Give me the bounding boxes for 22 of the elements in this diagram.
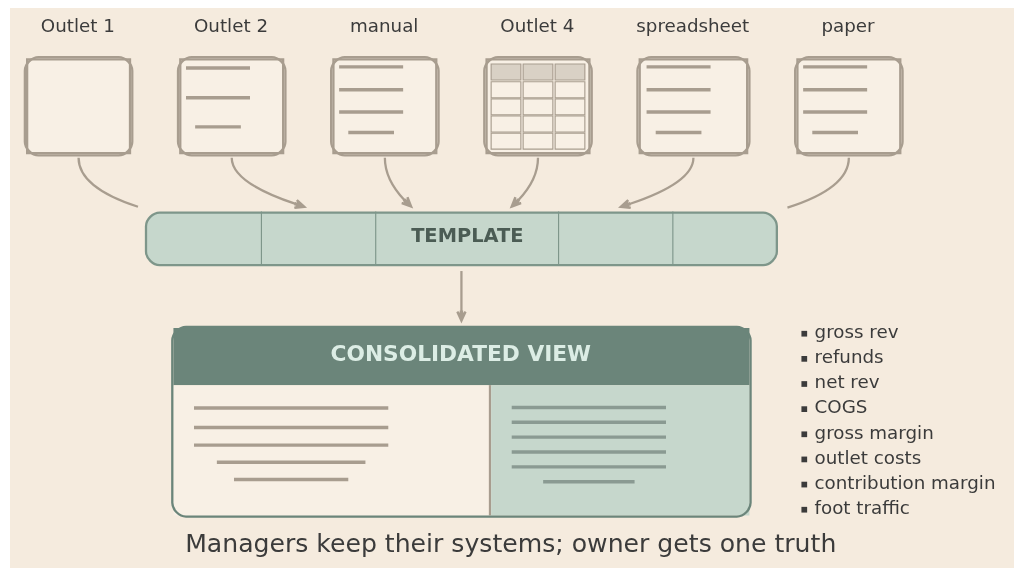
node-label: contribution margin xyxy=(814,471,996,493)
connector xyxy=(787,157,850,209)
arrow xyxy=(510,157,540,208)
node-label: spreadsheet xyxy=(636,14,750,36)
caption: Managers keep their systems; owner gets one truth xyxy=(185,528,837,558)
node-label: gross rev xyxy=(814,321,899,343)
node-label: manual xyxy=(350,14,419,36)
node-label: Outlet 2 xyxy=(194,14,269,36)
arrow xyxy=(383,157,413,208)
node-label: Outlet 1 xyxy=(40,14,115,36)
node-label: foot traffic xyxy=(814,497,910,519)
node-label: COGS xyxy=(814,396,868,418)
node-label: paper xyxy=(821,14,875,36)
node-label: refunds xyxy=(814,346,884,368)
arrow xyxy=(230,157,306,210)
node-label: outlet costs xyxy=(814,446,922,468)
node-label: net rev xyxy=(814,371,880,393)
arrow xyxy=(456,271,467,322)
connector xyxy=(77,157,139,208)
arrow xyxy=(619,157,695,210)
node-label: Outlet 4 xyxy=(500,14,575,36)
node-label: gross margin xyxy=(814,421,934,443)
